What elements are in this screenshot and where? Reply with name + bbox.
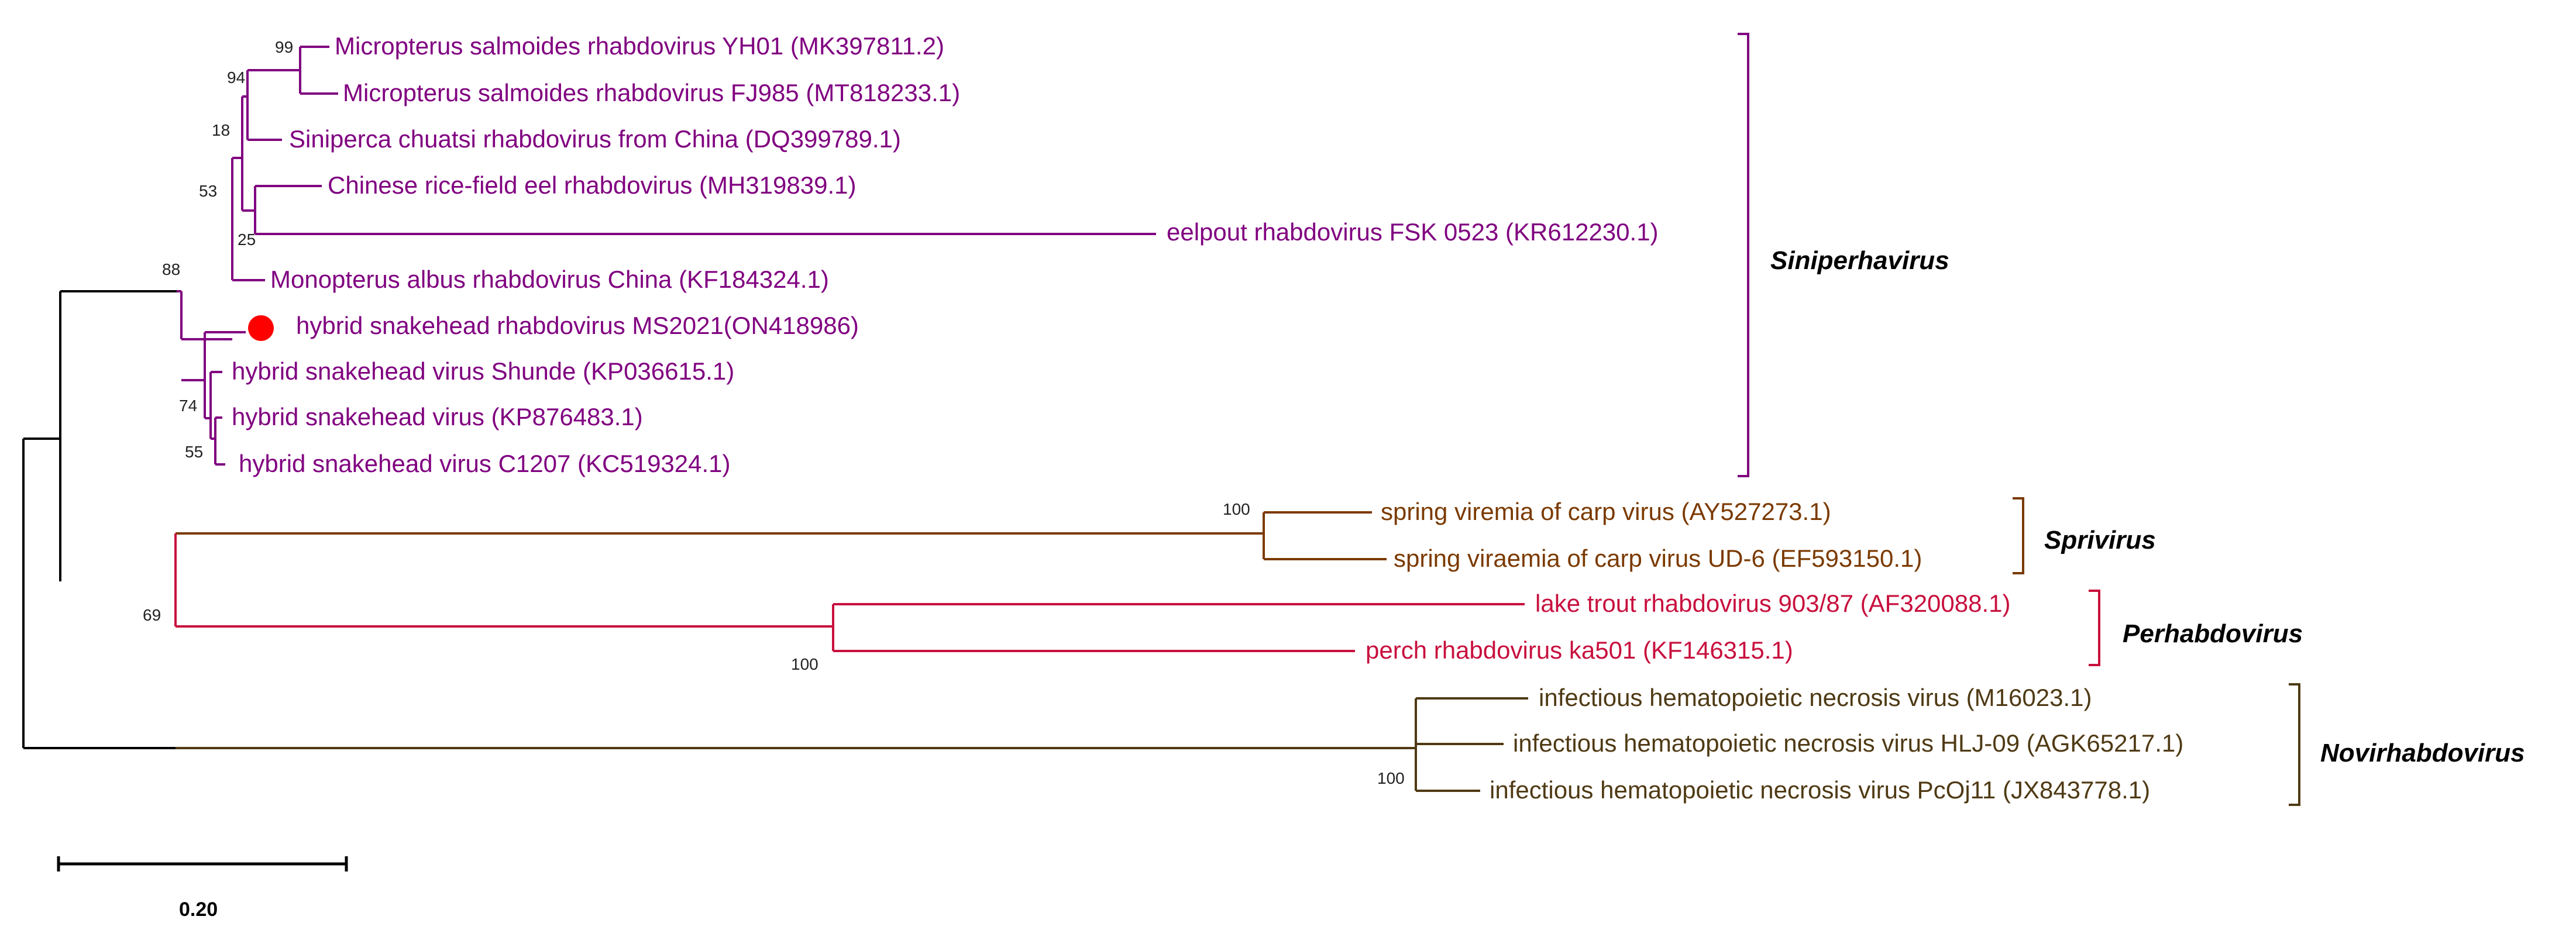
- bootstrap-label: 55: [185, 443, 203, 461]
- genus-label-novirhabdovirus: Novirhabdovirus: [2320, 739, 2525, 767]
- taxon-label-ihnv2: infectious hematopoietic necrosis virus …: [1513, 729, 2183, 757]
- taxon-label-eelpout: eelpout rhabdovirus FSK 0523 (KR612230.1…: [1167, 218, 1659, 246]
- taxon-label-siniperca: Siniperca chuatsi rhabdovirus from China…: [289, 125, 901, 153]
- genus-bracket-novirhabdovirus: [2289, 683, 2300, 806]
- bootstrap-label: 53: [199, 182, 217, 200]
- genus-label-sprivirus: Sprivirus: [2044, 526, 2156, 554]
- genus-bracket-siniperhavirus: [1738, 33, 1749, 477]
- genus-bracket-perhabdovirus: [2089, 590, 2100, 666]
- taxon-label-ms2021: hybrid snakehead rhabdovirus MS2021(ON41…: [296, 312, 859, 339]
- taxon-label-c1207: hybrid snakehead virus C1207 (KC519324.1…: [239, 450, 731, 477]
- bootstrap-label: 18: [212, 121, 230, 139]
- siniperhavirus-branches: [177, 46, 1156, 466]
- genus-bracket-sprivirus: [2013, 497, 2024, 574]
- taxon-label-laketrout: lake trout rhabdovirus 903/87 (AF320088.…: [1535, 590, 2011, 617]
- taxon-label-svcv2: spring viraemia of carp virus UD-6 (EF59…: [1394, 545, 1922, 572]
- genus-label-siniperhavirus: Siniperhavirus: [1770, 246, 1949, 275]
- bootstrap-label: 100: [1223, 500, 1250, 518]
- scale-bar: [57, 856, 348, 871]
- taxon-label-monopterus: Monopterus albus rhabdovirus China (KF18…: [270, 266, 829, 293]
- taxon-label-yh01: Micropterus salmoides rhabdovirus YH01 (…: [335, 32, 944, 60]
- genus-label-perhabdovirus: Perhabdovirus: [2123, 619, 2303, 648]
- bootstrap-label: 99: [275, 38, 293, 56]
- bootstrap-label: 74: [179, 397, 197, 415]
- taxon-label-ihnv1: infectious hematopoietic necrosis virus …: [1539, 684, 2092, 711]
- bootstrap-label: 69: [143, 606, 161, 624]
- taxon-label-kp876483: hybrid snakehead virus (KP876483.1): [232, 403, 643, 430]
- bootstrap-label: 94: [227, 68, 245, 87]
- taxon-label-chinese-eel: Chinese rice-field eel rhabdovirus (MH31…: [328, 171, 856, 199]
- taxon-label-ihnv3: infectious hematopoietic necrosis virus …: [1490, 776, 2150, 804]
- taxon-label-svcv1: spring viremia of carp virus (AY527273.1…: [1381, 498, 1831, 525]
- bootstrap-label: 88: [162, 260, 180, 278]
- scale-bar-label: 0.20: [179, 898, 218, 921]
- bootstrap-label: 25: [238, 230, 256, 249]
- perhabdovirus-branches: [174, 533, 1525, 652]
- bootstrap-label: 100: [791, 655, 818, 673]
- taxon-label-shunde: hybrid snakehead virus Shunde (KP036615.…: [232, 357, 734, 385]
- highlight-marker-icon: [248, 315, 274, 341]
- novirhabdovirus-branches: [176, 697, 1528, 792]
- taxon-label-perch: perch rhabdovirus ka501 (KF146315.1): [1366, 636, 1793, 664]
- root-branches: [22, 290, 177, 749]
- taxon-label-fj985: Micropterus salmoides rhabdovirus FJ985 …: [343, 79, 960, 106]
- sprivirus-branches: [176, 511, 1387, 560]
- bootstrap-label: 100: [1377, 769, 1405, 787]
